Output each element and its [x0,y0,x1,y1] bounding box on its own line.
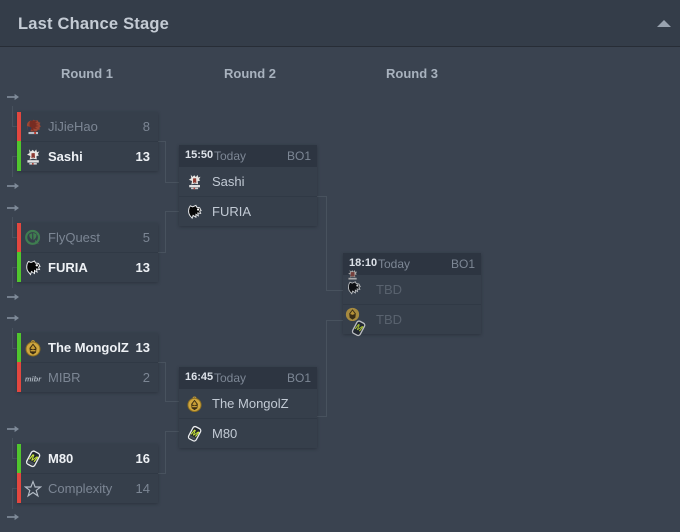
svg-text:M: M [190,426,202,439]
svg-text:M: M [28,451,40,464]
svg-text:M: M [354,321,366,334]
svg-text:mibr: mibr [25,374,42,383]
